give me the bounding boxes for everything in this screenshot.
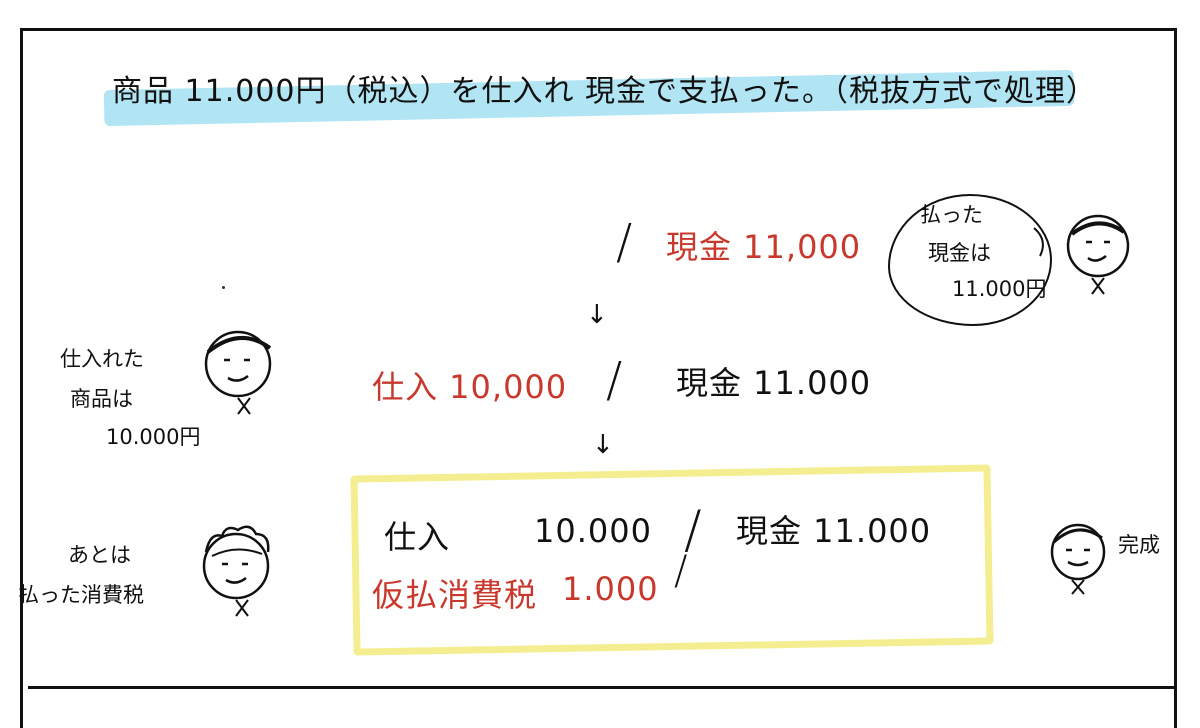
note-paid-line2: 現金は xyxy=(928,236,991,270)
stray-dot xyxy=(222,286,225,289)
note-purchased-line2: 商品は xyxy=(70,382,133,416)
bubble-tail xyxy=(1030,222,1060,262)
face-icon-bottom-right xyxy=(1046,516,1116,596)
step3-debit1-amount: 10.000 xyxy=(534,512,652,550)
step3-debit1-account: 仕入 xyxy=(384,512,450,558)
step2-slash: / xyxy=(606,352,623,408)
step1-slash: / xyxy=(616,214,633,270)
note-remainder-line2: 払った消費税 xyxy=(18,578,144,612)
final-entry-box xyxy=(350,464,993,655)
step3-credit: 現金 11.000 xyxy=(736,506,931,552)
step3-debit2-amount: 1.000 xyxy=(562,570,659,608)
note-paid-line3: 11.000円 xyxy=(952,272,1046,306)
note-done: 完成 xyxy=(1118,528,1160,562)
step2-credit: 現金 11.000 xyxy=(676,358,871,404)
note-remainder-line1: あとは xyxy=(68,538,131,572)
note-purchased-line3: 10.000円 xyxy=(106,420,200,454)
bottom-rule xyxy=(28,686,1176,689)
problem-statement: 商品 11.000円（税込）を仕入れ 現金で支払った。（税抜方式で処理） xyxy=(112,66,1097,110)
face-icon-bottom-left xyxy=(198,522,282,618)
step3-slash-bottom: / xyxy=(674,548,688,594)
step3-debit2-account: 仮払消費税 xyxy=(372,570,537,616)
face-icon-middle-left xyxy=(200,326,284,418)
arrow-down-2: ↓ xyxy=(592,430,614,460)
step1-credit: 現金 11,000 xyxy=(666,222,861,268)
note-paid-line1: 払った xyxy=(920,198,983,232)
arrow-down-1: ↓ xyxy=(586,300,608,330)
step2-debit: 仕入 10,000 xyxy=(372,362,567,408)
face-icon-top-right xyxy=(1062,212,1142,298)
note-purchased-line1: 仕入れた xyxy=(60,342,144,376)
